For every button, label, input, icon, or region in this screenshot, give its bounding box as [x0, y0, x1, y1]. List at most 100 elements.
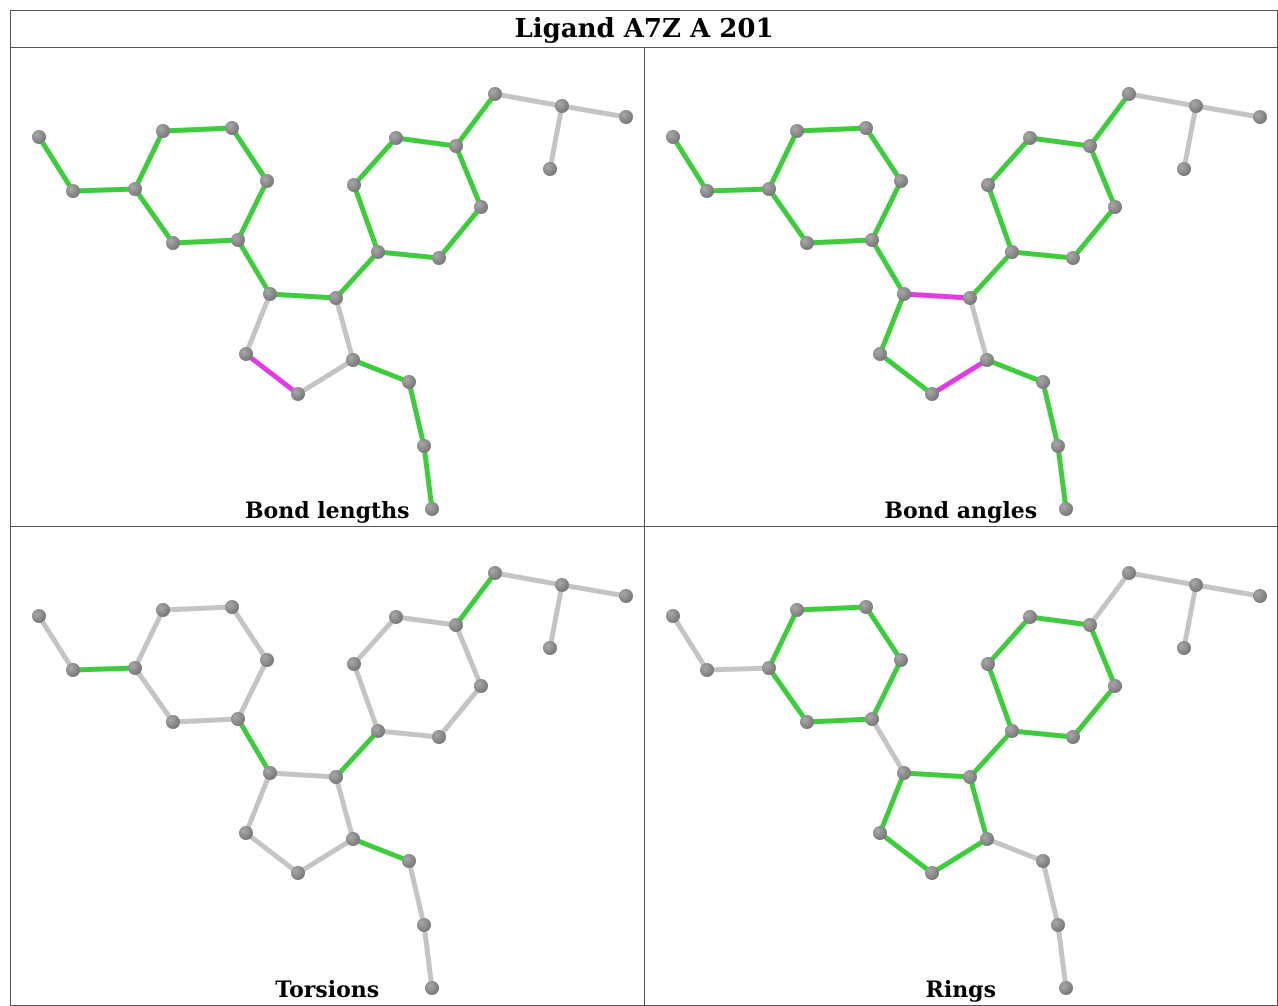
atom	[1022, 610, 1037, 624]
bond-ok	[229, 125, 270, 184]
atom	[1176, 162, 1191, 176]
bond-untested	[406, 858, 427, 928]
bond-untested	[1193, 103, 1262, 120]
bond-untested	[1055, 922, 1068, 991]
bond-ok	[453, 143, 484, 210]
bond-ok	[170, 237, 241, 246]
bond-ok	[1009, 249, 1075, 261]
bond-untested	[160, 604, 235, 613]
bond-ok	[132, 128, 166, 192]
panel-caption: Torsions	[275, 977, 380, 1003]
atom	[1058, 502, 1073, 516]
atom	[417, 918, 431, 932]
atom	[225, 600, 239, 614]
atom	[980, 657, 995, 671]
atom	[156, 603, 170, 617]
panel-caption: Bond lengths	[244, 498, 410, 524]
bond-untested	[1193, 582, 1262, 599]
atom	[128, 182, 142, 196]
atom	[555, 99, 569, 113]
atom	[1188, 99, 1203, 113]
atom	[872, 347, 887, 361]
atom	[1082, 139, 1097, 153]
atom	[239, 826, 253, 840]
bond-untested	[351, 614, 399, 667]
bond-untested	[295, 357, 356, 397]
atom	[619, 589, 633, 603]
atom	[1176, 641, 1191, 655]
atom	[66, 184, 80, 198]
bond-ok	[869, 178, 903, 243]
bond-ok	[1055, 443, 1068, 512]
atom	[329, 291, 343, 305]
atom	[371, 245, 385, 259]
bond-ok	[406, 379, 427, 449]
bond-ok	[967, 249, 1014, 301]
atom	[864, 233, 879, 247]
bond-ok	[984, 357, 1045, 385]
atom	[1082, 618, 1097, 632]
title-cell: Ligand A7Z A 201	[10, 10, 1278, 48]
bond-untested	[36, 613, 76, 673]
bond-untested	[547, 582, 565, 651]
atom	[896, 287, 911, 301]
bond-ok	[132, 186, 176, 246]
bond-ok	[985, 614, 1032, 667]
bond-ok	[235, 716, 273, 776]
atom	[799, 715, 814, 729]
bond-untested	[1181, 103, 1198, 172]
bond-ok	[877, 770, 906, 836]
bond-untested	[351, 661, 381, 734]
panel-rings: Rings	[643, 526, 1278, 1006]
atom	[1058, 981, 1073, 995]
atom	[543, 162, 557, 176]
atom	[1065, 251, 1080, 265]
bond-untested	[547, 103, 565, 172]
molecule-bond-lengths	[32, 87, 633, 516]
bond-ok	[1087, 143, 1117, 210]
bond-ok	[704, 186, 771, 194]
atom	[346, 832, 360, 846]
atom	[66, 663, 80, 677]
atom	[1107, 200, 1122, 214]
bond-untested	[243, 770, 273, 836]
atom	[858, 121, 873, 135]
bond-untested	[333, 295, 356, 363]
bond-ok	[794, 125, 868, 134]
atom	[156, 124, 170, 138]
atom	[1121, 87, 1136, 101]
bond-untested	[393, 614, 459, 628]
panel-caption: Bond angles	[884, 498, 1038, 524]
atom	[371, 724, 385, 738]
bond-ok	[1009, 728, 1075, 740]
atom	[665, 130, 680, 144]
atom	[1252, 589, 1267, 603]
bond-ok	[985, 661, 1014, 734]
atom	[962, 291, 977, 305]
bond-untested	[295, 836, 356, 876]
atom	[699, 663, 714, 677]
bond-untested	[1126, 570, 1198, 588]
atom	[231, 712, 245, 726]
bond-ok	[869, 657, 903, 722]
atom	[166, 236, 180, 250]
ligand-title: Ligand A7Z A 201	[514, 14, 774, 44]
atom	[263, 287, 277, 301]
bond-ok	[929, 836, 989, 876]
atom	[347, 178, 361, 192]
atom	[799, 236, 814, 250]
bond-outlier	[929, 357, 989, 397]
atom	[924, 866, 939, 880]
bond-untested	[267, 770, 339, 780]
bond-ok	[333, 249, 381, 301]
atom	[474, 200, 488, 214]
atom	[166, 715, 180, 729]
atom	[619, 110, 633, 124]
atom	[789, 124, 804, 138]
atom	[1035, 854, 1050, 868]
bond-untested	[670, 613, 709, 673]
atom	[128, 661, 142, 675]
bond-ok	[351, 182, 381, 255]
bond-ok	[967, 728, 1014, 780]
bond-ok	[1087, 622, 1117, 689]
